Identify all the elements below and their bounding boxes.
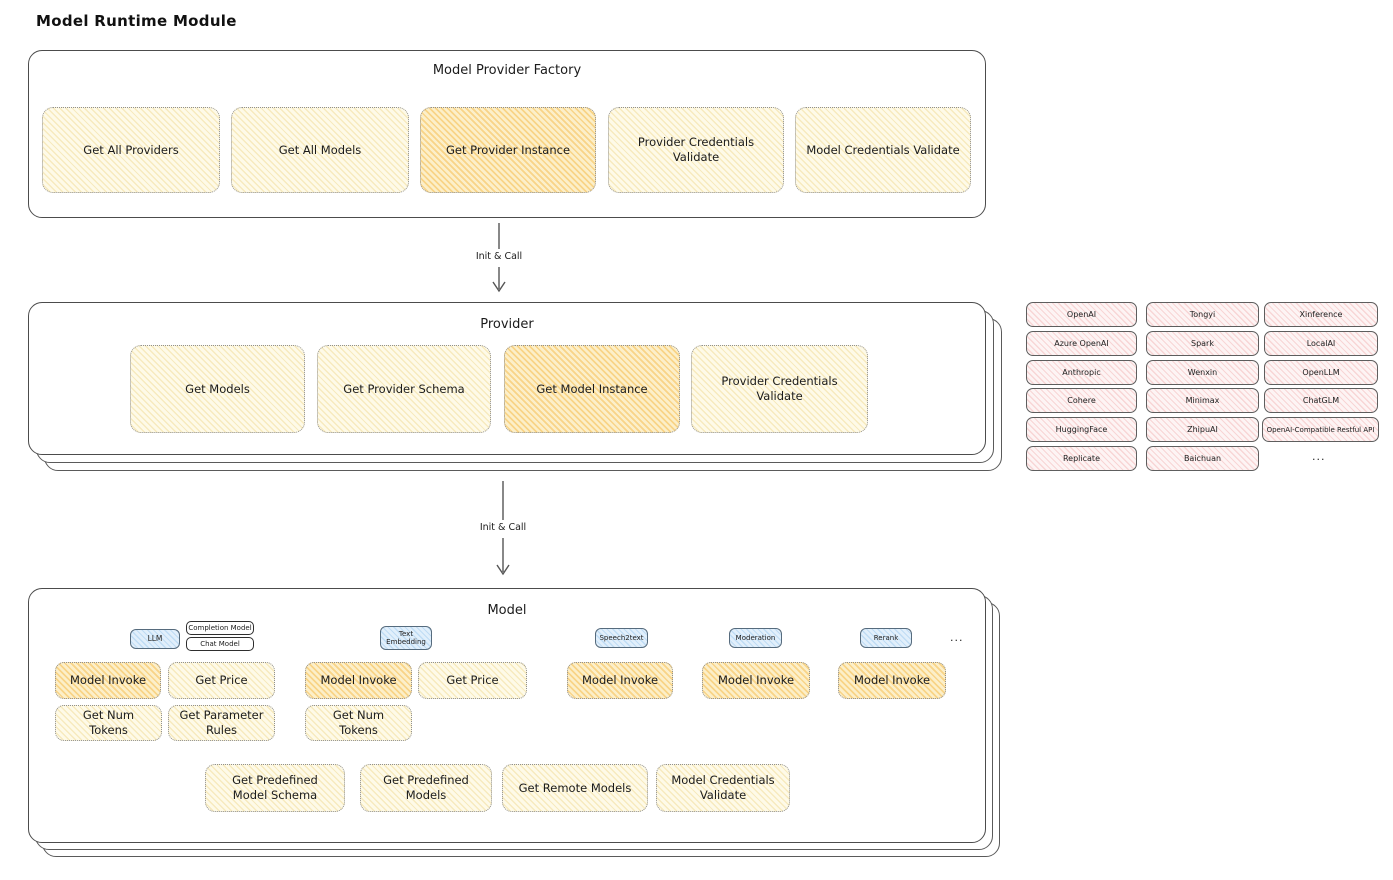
factory-node-get-all-providers: Get All Providers [42, 107, 220, 193]
provider-node-provider-credentials-validate: Provider Credentials Validate [691, 345, 868, 433]
provider-chip-anthropic: Anthropic [1026, 360, 1137, 385]
model-embedding-get-price: Get Price [418, 662, 527, 699]
provider-chip-openai: OpenAI [1026, 302, 1137, 327]
arrow1-label: Init & Call [475, 251, 523, 262]
model-embedding-get-num-tokens: Get Num Tokens [305, 705, 412, 741]
model-get-remote-models: Get Remote Models [502, 764, 648, 812]
provider-chip-replicate: Replicate [1026, 446, 1137, 471]
model-llm-get-price: Get Price [168, 662, 275, 699]
factory-node-get-all-models: Get All Models [231, 107, 409, 193]
provider-chip-localai: LocalAI [1264, 331, 1378, 356]
factory-node-provider-credentials-validate: Provider Credentials Validate [608, 107, 784, 193]
provider-chip-huggingface: HuggingFace [1026, 417, 1137, 442]
model-llm-invoke: Model Invoke [55, 662, 161, 699]
diagram-title: Model Runtime Module [36, 12, 237, 30]
model-tag-speech2text: Speech2text [595, 628, 648, 648]
provider-card-title: Provider [480, 317, 534, 332]
factory-card-title: Model Provider Factory [432, 63, 582, 78]
provider-chip-zhipuai: ZhipuAI [1146, 417, 1259, 442]
model-tag-moderation: Moderation [729, 628, 782, 648]
model-tag-completion-model: Completion Model [186, 621, 254, 635]
providers-more-ellipsis: ... [1312, 450, 1326, 463]
provider-chip-chatglm: ChatGLM [1264, 388, 1378, 413]
model-embedding-invoke: Model Invoke [305, 662, 412, 699]
model-get-predefined-model-schema: Get Predefined Model Schema [205, 764, 345, 812]
model-rerank-invoke: Model Invoke [838, 662, 946, 699]
model-tag-llm: LLM [130, 629, 180, 649]
factory-node-model-credentials-validate: Model Credentials Validate [795, 107, 971, 193]
provider-chip-wenxin: Wenxin [1146, 360, 1259, 385]
provider-chip-openai-compatible: OpenAI-Compatible Restful API [1262, 417, 1379, 442]
model-tags-more-ellipsis: ... [950, 631, 964, 644]
provider-chip-xinference: Xinference [1264, 302, 1378, 327]
provider-chip-spark: Spark [1146, 331, 1259, 356]
model-tag-rerank: Rerank [860, 628, 912, 648]
provider-chip-tongyi: Tongyi [1146, 302, 1259, 327]
model-card-title: Model [487, 603, 527, 618]
arrow2-label: Init & Call [479, 522, 527, 533]
provider-node-get-provider-schema: Get Provider Schema [317, 345, 491, 433]
provider-chip-openllm: OpenLLM [1264, 360, 1378, 385]
provider-chip-azure-openai: Azure OpenAI [1026, 331, 1137, 356]
model-tag-chat-model: Chat Model [186, 637, 254, 651]
model-get-predefined-models: Get Predefined Models [360, 764, 492, 812]
provider-chip-cohere: Cohere [1026, 388, 1137, 413]
model-model-credentials-validate: Model Credentials Validate [656, 764, 790, 812]
factory-node-get-provider-instance: Get Provider Instance [420, 107, 596, 193]
provider-node-get-model-instance: Get Model Instance [504, 345, 680, 433]
model-tag-text-embedding: Text Embedding [380, 626, 432, 650]
model-speech2text-invoke: Model Invoke [567, 662, 673, 699]
provider-chip-baichuan: Baichuan [1146, 446, 1259, 471]
provider-node-get-models: Get Models [130, 345, 305, 433]
provider-chip-minimax: Minimax [1146, 388, 1259, 413]
model-llm-get-num-tokens: Get Num Tokens [55, 705, 162, 741]
model-moderation-invoke: Model Invoke [702, 662, 810, 699]
model-llm-get-parameter-rules: Get Parameter Rules [168, 705, 275, 741]
